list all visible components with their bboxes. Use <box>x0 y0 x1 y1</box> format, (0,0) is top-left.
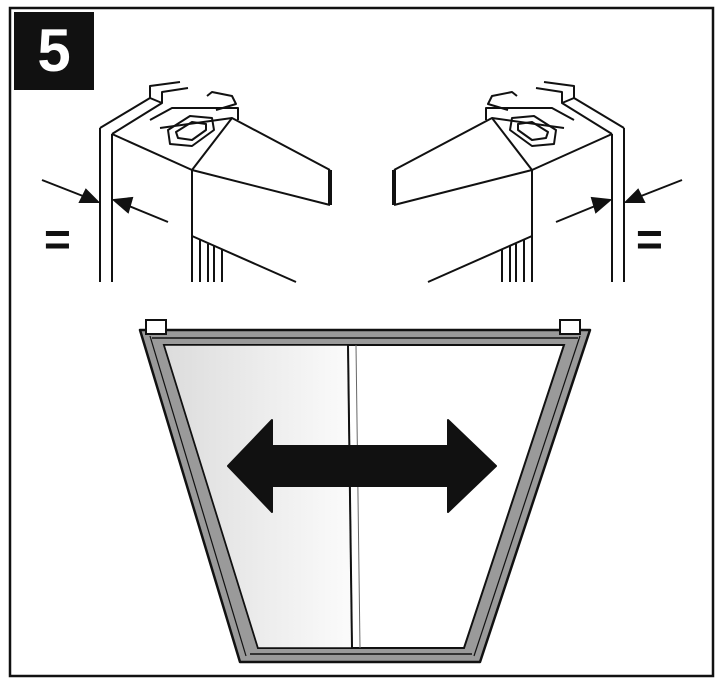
step-number-badge: 5 <box>14 12 94 90</box>
inward-arrows-icon <box>41 179 169 223</box>
sliding-door-unit <box>138 319 592 664</box>
right-profile-detail <box>392 81 625 283</box>
right-equal-mark: = <box>636 213 663 265</box>
left-profile-detail <box>99 81 332 283</box>
double-headed-arrow-icon <box>227 419 497 513</box>
left-equal-mark: = <box>44 213 71 265</box>
inward-arrows-icon <box>555 179 683 223</box>
panel-border <box>8 6 715 678</box>
